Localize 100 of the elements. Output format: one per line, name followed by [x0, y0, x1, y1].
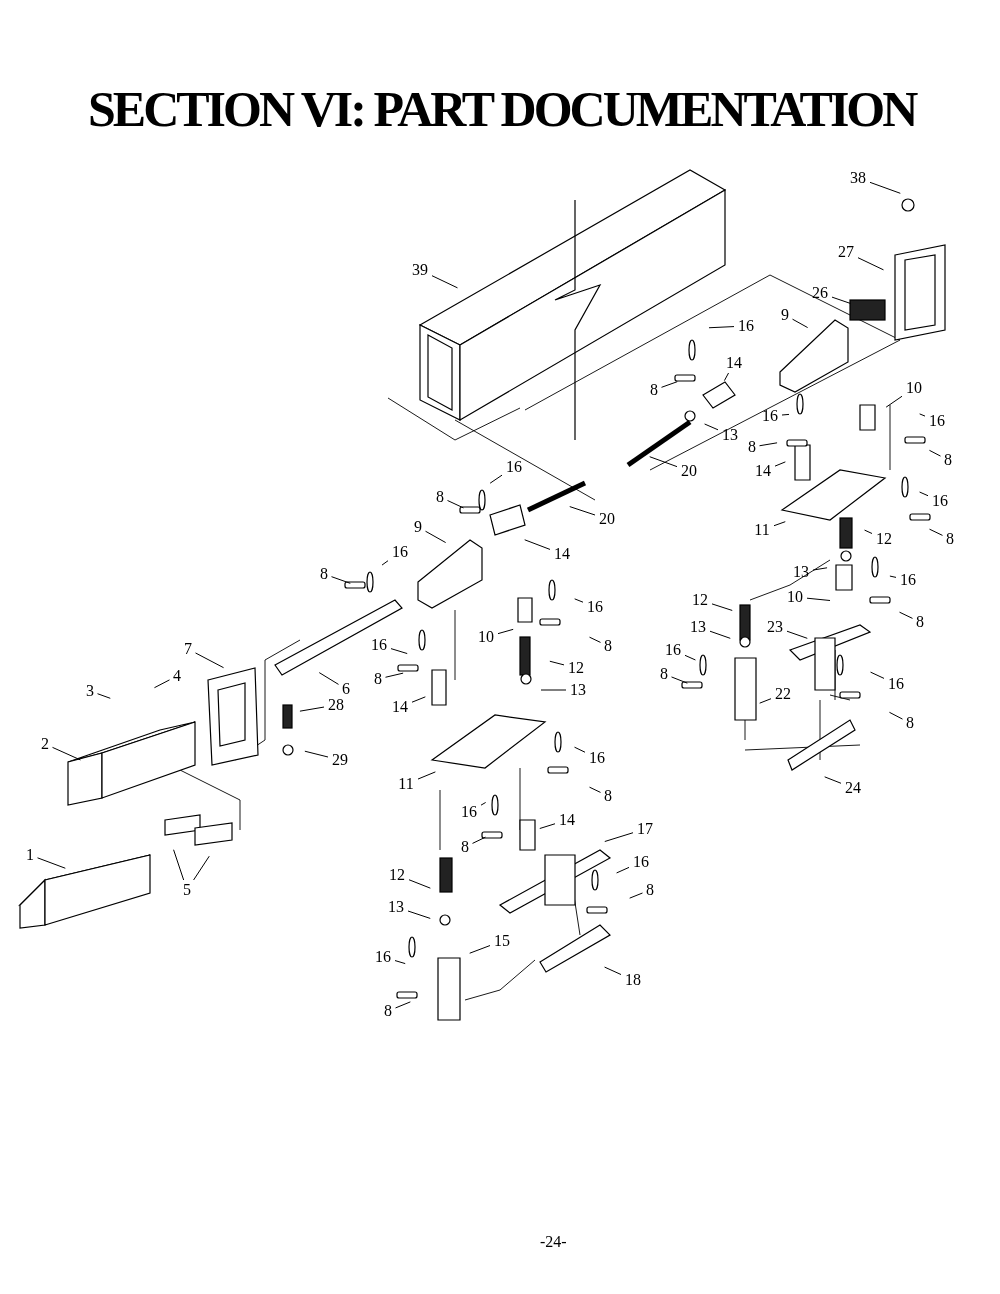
page-title: SECTION VI: PART DOCUMENTATION — [88, 84, 916, 134]
leader-line — [52, 746, 81, 761]
leader-line — [870, 671, 885, 679]
leader-line — [773, 521, 786, 527]
leader-line — [831, 296, 851, 304]
leader-line — [469, 945, 491, 954]
leader-line — [604, 966, 622, 976]
leader-line — [417, 771, 436, 780]
callout-number: 10 — [475, 628, 497, 646]
leader-line — [786, 630, 808, 639]
callout-number: 8 — [913, 613, 927, 631]
callout-number: 16 — [458, 803, 480, 821]
callout-number: 14 — [752, 462, 774, 480]
callout-number: 11 — [751, 521, 773, 539]
callout-number: 8 — [371, 670, 385, 688]
callout-number: 16 — [368, 636, 390, 654]
callout-number: 8 — [601, 637, 615, 655]
callout-number: 8 — [745, 438, 759, 456]
leader-line — [616, 866, 630, 874]
leader-line — [919, 413, 926, 417]
leader-line — [774, 461, 786, 467]
leader-line — [299, 706, 325, 712]
leader-line — [37, 857, 66, 869]
callout-number: 12 — [565, 659, 587, 677]
leader-line — [857, 257, 884, 271]
callout-number: 7 — [181, 640, 195, 658]
callout-number: 8 — [601, 787, 615, 805]
callout-number: 10 — [903, 379, 925, 397]
callout-number: 8 — [647, 381, 661, 399]
page-number: -24- — [540, 1232, 567, 1252]
callout-number: 8 — [941, 451, 955, 469]
leader-line — [723, 372, 730, 382]
leader-line — [604, 832, 634, 842]
leader-line — [806, 597, 831, 601]
callout-number: 16 — [584, 598, 606, 616]
callout-number: 14 — [389, 698, 411, 716]
leader-line — [574, 598, 584, 603]
leader-line — [395, 1001, 411, 1009]
callout-number: 16 — [897, 571, 919, 589]
leader-line — [472, 836, 486, 844]
callout-number: 38 — [847, 169, 869, 187]
leader-line — [574, 746, 586, 753]
callout-number: 13 — [567, 681, 589, 699]
callout-number: 3 — [83, 682, 97, 700]
leader-line — [318, 672, 339, 685]
leader-line — [812, 567, 828, 571]
leader-line — [759, 442, 778, 447]
leader-line — [425, 530, 447, 544]
leader-line — [589, 636, 601, 643]
callout-number: 16 — [630, 853, 652, 871]
callout-number: 16 — [885, 675, 907, 693]
leader-line — [540, 689, 567, 691]
callout-number: 8 — [643, 881, 657, 899]
leader-line — [684, 654, 696, 661]
callout-number: 16 — [662, 641, 684, 659]
callout-number: 23 — [764, 618, 786, 636]
leader-line — [708, 326, 735, 329]
callout-number: 17 — [634, 820, 656, 838]
leader-line — [704, 423, 719, 431]
callout-number: 5 — [180, 881, 194, 899]
callout-number: 12 — [386, 866, 408, 884]
callout-number: 14 — [551, 545, 573, 563]
leader-line — [539, 823, 556, 829]
callout-number: 12 — [873, 530, 895, 548]
callout-number: 26 — [809, 284, 831, 302]
leader-line — [888, 711, 903, 720]
leader-line — [759, 698, 772, 704]
leader-line — [661, 381, 678, 388]
leader-line — [711, 603, 733, 611]
leader-line — [489, 474, 503, 484]
leader-line — [549, 660, 565, 666]
callout-number: 8 — [458, 838, 472, 856]
callout-number: 2 — [38, 735, 52, 753]
leader-line — [792, 318, 809, 329]
callout-number: 9 — [411, 518, 425, 536]
leader-line — [153, 679, 170, 689]
callout-number: 16 — [372, 948, 394, 966]
callout-number: 22 — [772, 685, 794, 703]
callout-number: 6 — [339, 680, 353, 698]
callout-number: 16 — [735, 317, 757, 335]
callout-number: 8 — [317, 565, 331, 583]
callout-number: 9 — [778, 306, 792, 324]
callout-number: 16 — [759, 407, 781, 425]
callout-number: 13 — [385, 898, 407, 916]
callout-number: 8 — [903, 714, 917, 732]
leader-line — [824, 776, 842, 784]
callout-number: 27 — [835, 243, 857, 261]
leader-line — [331, 576, 351, 584]
callout-number: 8 — [943, 530, 957, 548]
callout-number: 39 — [409, 261, 431, 279]
leader-line — [869, 181, 901, 194]
leader-line — [709, 630, 731, 639]
leader-line — [173, 849, 185, 881]
callout-number: 20 — [678, 462, 700, 480]
callout-number: 16 — [929, 492, 951, 510]
leader-line — [524, 539, 551, 550]
leader-line — [569, 506, 596, 516]
callout-number: 16 — [389, 543, 411, 561]
callout-number: 1 — [23, 846, 37, 864]
callout-number: 28 — [325, 696, 347, 714]
